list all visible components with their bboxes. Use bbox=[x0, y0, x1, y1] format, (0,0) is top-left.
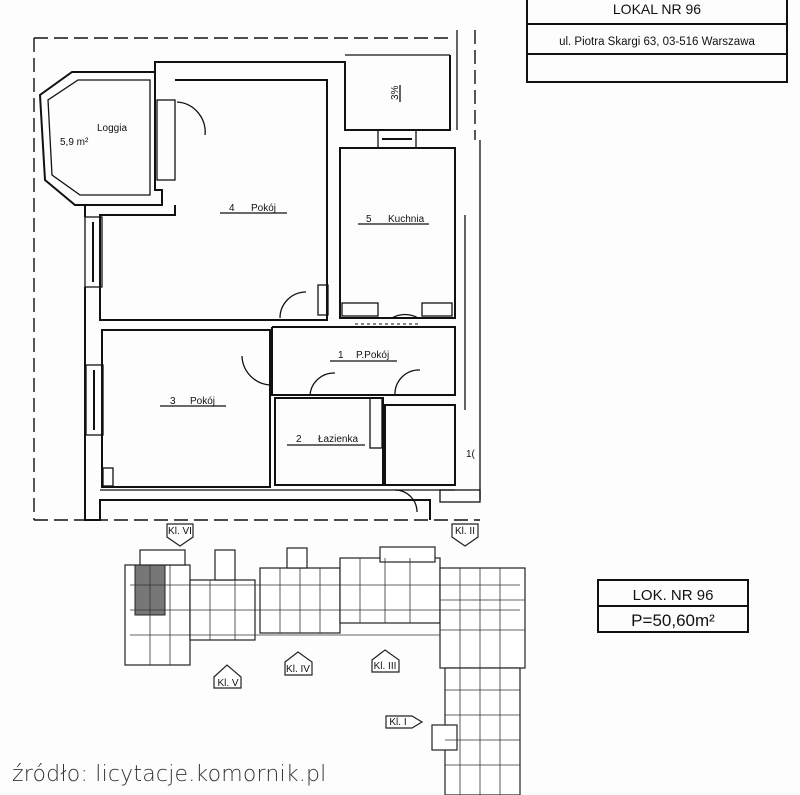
plot-boundary bbox=[33, 30, 480, 521]
svg-text:Kl. IV: Kl. IV bbox=[286, 664, 310, 675]
ramp-slope: 3% bbox=[390, 85, 401, 100]
stair-label: 1( bbox=[466, 449, 476, 460]
room-4-name: Pokój bbox=[251, 203, 276, 214]
room-5-number: 5 bbox=[366, 214, 372, 225]
title-block: LOKAL NR 96 ul. Piotra Skargi 63, 03-516… bbox=[526, 0, 788, 83]
loggia-area: 5,9 m² bbox=[60, 137, 89, 148]
room-1-number: 1 bbox=[338, 350, 344, 361]
room-4-number: 4 bbox=[229, 203, 235, 214]
address-text: ul. Piotra Skargi 63, 03-516 Warszawa bbox=[559, 36, 755, 48]
stairwell-marker-kl-i: Kl. I bbox=[385, 715, 424, 729]
room-1-name: P.Pokój bbox=[356, 350, 389, 361]
svg-text:Kl. II: Kl. II bbox=[455, 526, 475, 537]
room-2-name: Łazienka bbox=[318, 434, 358, 445]
unit-area: P=50,60m² bbox=[631, 611, 715, 630]
room-2-number: 2 bbox=[296, 434, 302, 445]
room-5-name: Kuchnia bbox=[388, 214, 425, 225]
loggia-label: Loggia bbox=[97, 123, 127, 134]
source-watermark: źródło: licytacje.komornik.pl bbox=[12, 762, 327, 787]
stairwell-marker-kl-v: Kl. V bbox=[213, 664, 242, 689]
room-labels: Loggia 5,9 m² 3% 4 Pokój 5 Kuchnia 1 P.P… bbox=[60, 85, 476, 460]
svg-text:Kl. VI: Kl. VI bbox=[168, 526, 192, 537]
site-plan: Kl. VI Kl. II Kl. V Kl. IV Kl. III Kl. I bbox=[124, 523, 526, 795]
svg-text:Kl. I: Kl. I bbox=[389, 717, 406, 728]
stairwell-marker-kl-vi: Kl. VI bbox=[166, 523, 194, 547]
stairwell-marker-kl-iv: Kl. IV bbox=[284, 651, 313, 676]
room-3-number: 3 bbox=[170, 396, 176, 407]
stairwell-marker-kl-ii: Kl. II bbox=[451, 523, 479, 547]
stairwell-marker-kl-iii: Kl. III bbox=[371, 649, 400, 673]
svg-text:Kl. V: Kl. V bbox=[217, 678, 238, 689]
unit-number: LOK. NR 96 bbox=[633, 587, 714, 604]
unit-info-box: LOK. NR 96 P=50,60m² bbox=[597, 579, 749, 633]
unit-walls bbox=[38, 30, 481, 521]
svg-text:Kl. III: Kl. III bbox=[374, 661, 397, 672]
title-text: LOKAL NR 96 bbox=[613, 1, 701, 17]
room-3-name: Pokój bbox=[190, 396, 215, 407]
